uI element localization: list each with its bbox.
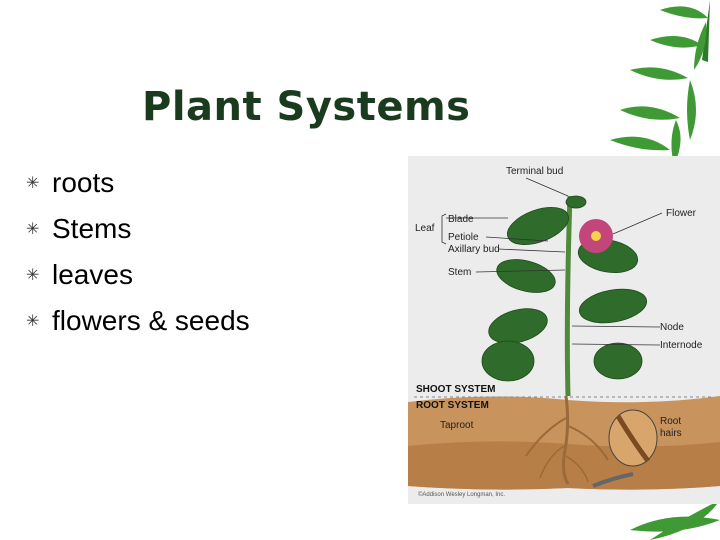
bullet-text: roots bbox=[52, 167, 115, 198]
label-root-system: ROOT SYSTEM bbox=[416, 400, 489, 411]
asterisk-bullet-icon: ✳ bbox=[26, 313, 40, 330]
leaves bbox=[481, 195, 647, 382]
label-petiole: Petiole bbox=[448, 232, 479, 243]
bullet-list: ✳ roots ✳ Stems ✳ leaves ✳ flowers & see… bbox=[26, 160, 250, 344]
label-taproot: Taproot bbox=[440, 420, 474, 431]
bullet-item: ✳ Stems bbox=[26, 206, 250, 252]
label-node: Node bbox=[660, 322, 684, 333]
taproot bbox=[525, 395, 609, 485]
bullet-text: leaves bbox=[52, 259, 133, 290]
bullet-text: flowers & seeds bbox=[52, 305, 250, 336]
label-shoot-system: SHOOT SYSTEM bbox=[416, 384, 495, 395]
plant-diagram: Terminal bud Flower Leaf Blade Petiole A… bbox=[408, 156, 720, 504]
label-leaf: Leaf bbox=[415, 223, 435, 234]
bullet-item: ✳ flowers & seeds bbox=[26, 298, 250, 344]
bamboo-decoration-top bbox=[610, 0, 710, 165]
label-axillary-bud: Axillary bud bbox=[448, 244, 500, 255]
label-root-hairs-line2: hairs bbox=[660, 428, 682, 439]
bullet-text: Stems bbox=[52, 213, 132, 244]
label-internode: Internode bbox=[660, 340, 703, 351]
stem bbox=[564, 195, 573, 397]
copyright-text: ©Addison Wesley Longman, Inc. bbox=[418, 491, 505, 498]
asterisk-bullet-icon: ✳ bbox=[26, 221, 40, 238]
asterisk-bullet-icon: ✳ bbox=[26, 267, 40, 284]
label-root-hairs-line1: Root bbox=[660, 416, 681, 427]
slide-title: Plant Systems bbox=[142, 84, 471, 130]
label-blade: Blade bbox=[448, 214, 474, 225]
bullet-item: ✳ leaves bbox=[26, 252, 250, 298]
label-terminal-bud: Terminal bud bbox=[506, 166, 563, 177]
label-flower: Flower bbox=[666, 208, 697, 219]
label-stem: Stem bbox=[448, 267, 471, 278]
asterisk-bullet-icon: ✳ bbox=[26, 175, 40, 192]
bamboo-decoration-bottom bbox=[630, 500, 720, 540]
flower bbox=[579, 219, 613, 253]
bullet-item: ✳ roots bbox=[26, 160, 250, 206]
